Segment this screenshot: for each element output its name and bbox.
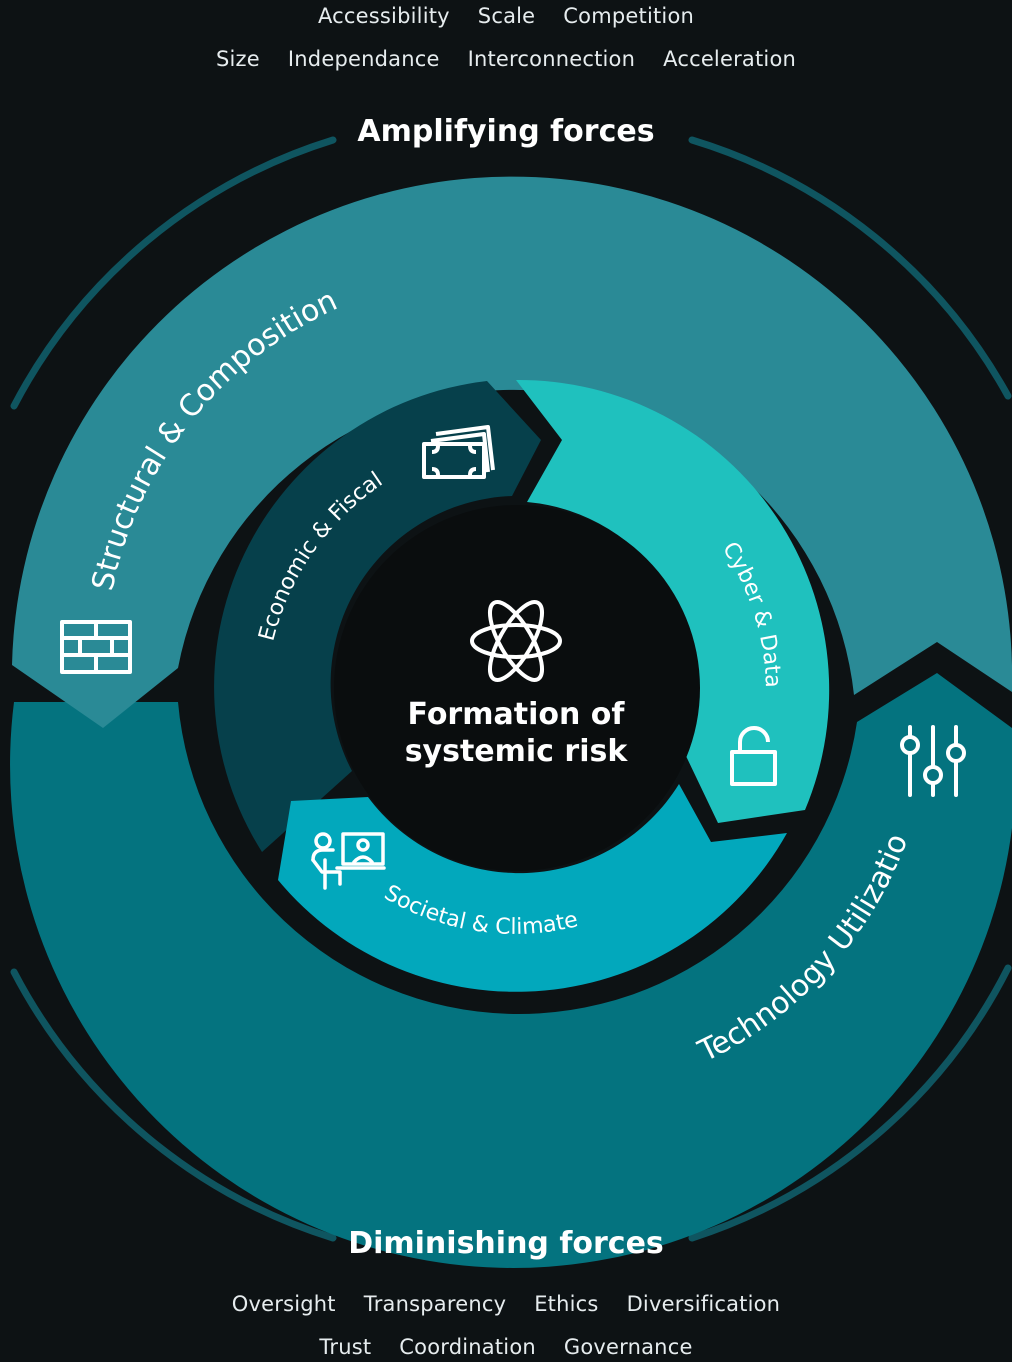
brick-wall-icon <box>60 620 132 674</box>
amplifying-guide-arc-right <box>688 136 1012 400</box>
force-item: Size <box>215 47 260 71</box>
banknotes-icon <box>422 425 495 479</box>
diminishing-forces-heading: Diminishing forces <box>348 1226 664 1261</box>
force-item: Governance <box>563 1335 693 1359</box>
lock-icon <box>730 726 777 786</box>
amplifying-forces-row-1: Accessibility Scale Competition <box>0 4 1012 28</box>
force-item: Independance <box>287 47 440 71</box>
remote-worker-icon <box>311 832 386 890</box>
amplifying-guide-arc-left <box>10 136 337 410</box>
force-item: Interconnection <box>467 47 636 71</box>
force-item: Oversight <box>231 1292 336 1316</box>
force-item: Trust <box>319 1335 372 1359</box>
center-title-line-1: Formation of <box>407 697 625 732</box>
societal-ring-segment <box>278 784 787 992</box>
force-item: Ethics <box>534 1292 599 1316</box>
economic-ring-segment <box>214 381 542 852</box>
force-item: Coordination <box>399 1335 536 1359</box>
technology-ring-segment <box>10 673 1012 1268</box>
diminishing-guide-arc-right <box>688 964 1012 1242</box>
force-item: Competition <box>563 4 695 28</box>
diminishing-forces-row-1: Oversight Transparency Ethics Diversific… <box>0 1292 1012 1316</box>
diminishing-guide-arc-left <box>10 968 337 1242</box>
amplifying-forces-heading: Amplifying forces <box>357 114 655 149</box>
structural-ring-segment <box>12 176 1012 728</box>
force-item: Transparency <box>363 1292 507 1316</box>
force-item: Diversification <box>626 1292 781 1316</box>
center-disc <box>334 505 700 871</box>
force-item: Acceleration <box>663 47 797 71</box>
force-item: Scale <box>477 4 536 28</box>
amplifying-forces-row-2: Size Independance Interconnection Accele… <box>0 47 1012 71</box>
diminishing-forces-row-2: Trust Coordination Governance <box>0 1335 1012 1359</box>
cyber-ring-segment <box>516 379 830 823</box>
atom-icon <box>470 600 562 682</box>
force-item: Accessibility <box>317 4 450 28</box>
center-title: Formation of systemic risk <box>356 696 676 770</box>
sliders-icon <box>900 725 966 797</box>
center-title-line-2: systemic risk <box>404 734 628 769</box>
